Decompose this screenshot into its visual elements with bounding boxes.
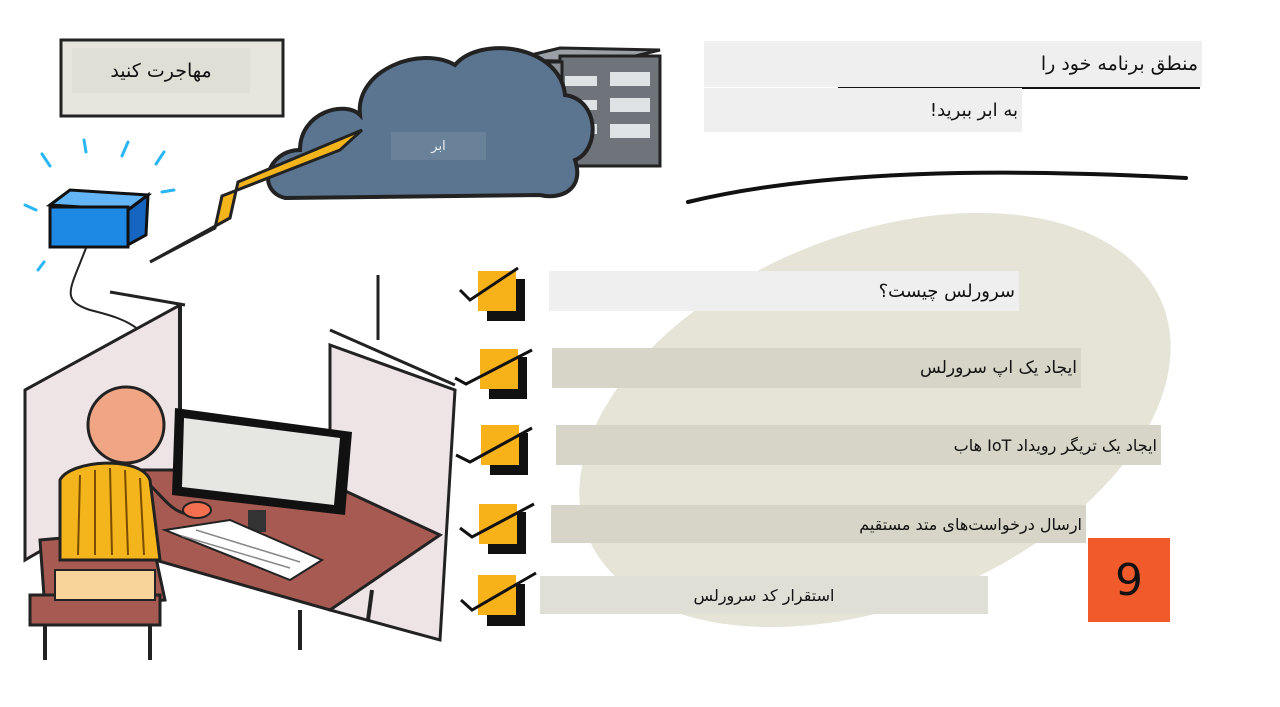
checkbox-icon-1 [458, 266, 525, 321]
lightning-icon [149, 128, 364, 264]
checklist-item-3: ایجاد یک تریگر رویداد IoT هاب [556, 425, 1161, 465]
iot-device-icon [23, 138, 176, 272]
lesson-number-badge: 9 [1088, 538, 1170, 622]
keyboard-icon [161, 518, 325, 582]
checklist-item-5: استقرار کد سرورلس [540, 576, 988, 614]
checklist-item-1: سرورلس چیست؟ [549, 271, 1019, 311]
migrate-label: مهاجرت کنید [72, 48, 250, 93]
checkbox-icon-4 [459, 502, 535, 554]
checklist-item-4: ارسال درخواست‌های متد مستقیم [551, 505, 1086, 543]
cloud-label: ابر [391, 132, 486, 160]
title-line-2: به ابر ببرید! [704, 88, 1022, 132]
checkbox-icon-3 [455, 425, 533, 475]
checkbox-icon-2 [454, 348, 533, 399]
checkbox-icon-5 [459, 571, 537, 626]
monitor-icon [172, 408, 352, 532]
checklist-item-2: ایجاد یک اپ سرورلس [552, 348, 1081, 388]
cloud-icon [266, 46, 595, 201]
title-line-1: منطق برنامه خود را [704, 41, 1202, 87]
title-underline [686, 170, 1188, 204]
person-figure [28, 385, 212, 660]
